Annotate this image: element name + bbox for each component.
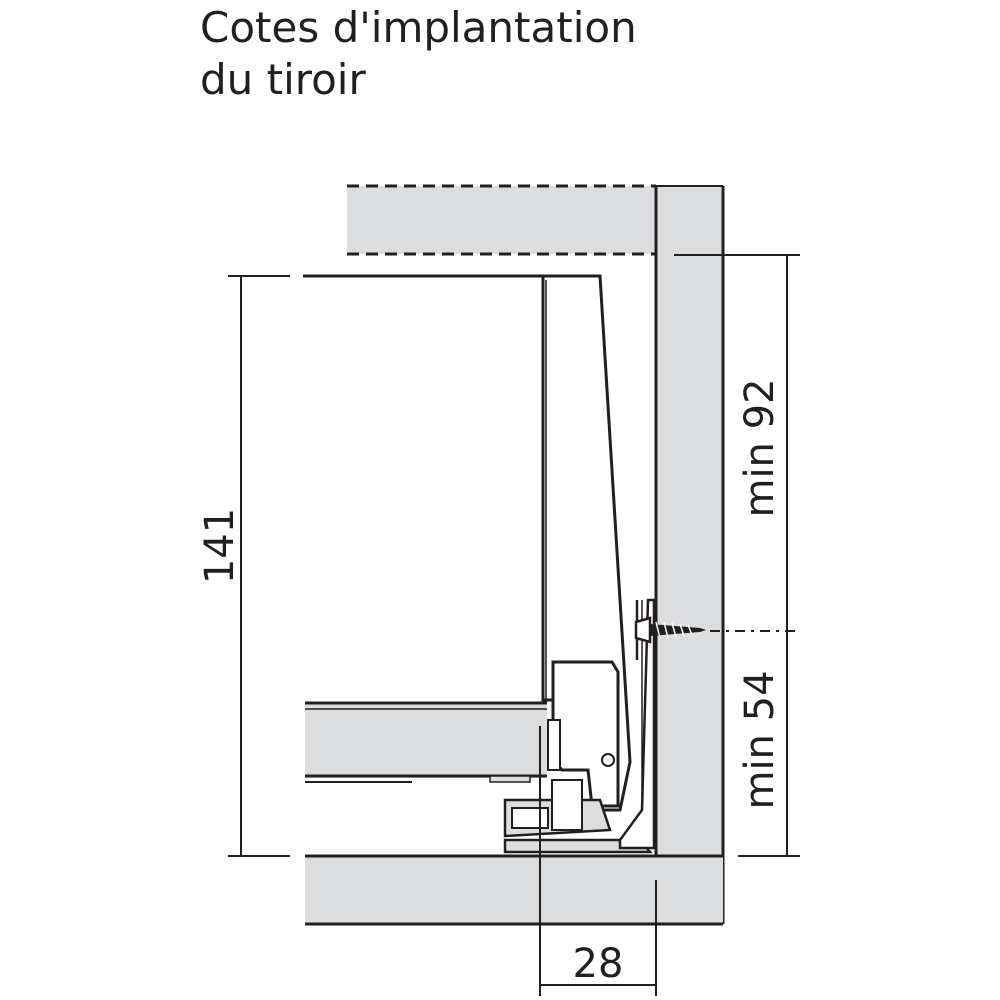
cabinet-side-wall <box>654 185 725 924</box>
runner-mechanism <box>503 598 656 854</box>
setback-dimension <box>539 726 657 996</box>
cabinet-bottom-panel <box>305 854 723 926</box>
lower-clearance-label: min 54 <box>737 670 783 809</box>
cabinet-top-panel <box>347 184 656 256</box>
height-dimension-label: 141 <box>197 508 243 584</box>
drawer-bottom-board <box>305 701 547 783</box>
height-dimension <box>228 275 290 857</box>
page-title: Cotes d'implantation du tiroir <box>200 2 637 106</box>
upper-clearance-label: min 92 <box>737 378 783 517</box>
mounting-screw-icon <box>634 616 706 644</box>
title-line-1: Cotes d'implantation <box>200 3 637 52</box>
setback-dimension-label: 28 <box>573 941 624 987</box>
title-line-2: du tiroir <box>200 55 366 104</box>
right-dimension-lines <box>674 254 800 857</box>
